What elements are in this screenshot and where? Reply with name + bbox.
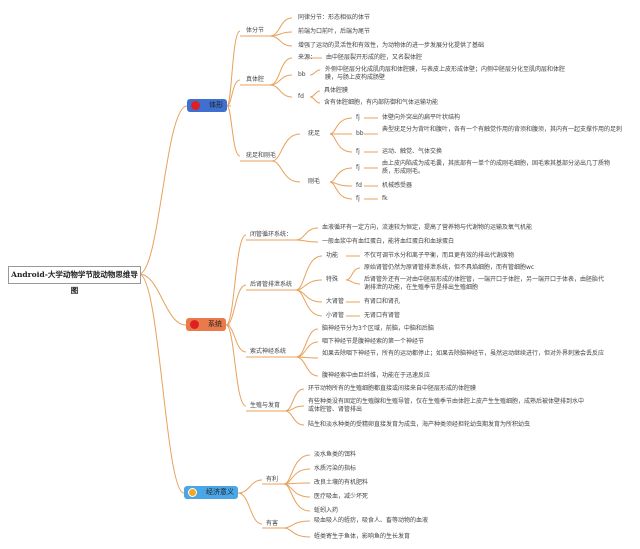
topic-xitong-label: 系统 xyxy=(208,320,222,328)
list-item: 有些种类没有固定的生殖腺和生殖导管，仅在生殖季节由体腔上皮产生生殖细胞，成熟后被… xyxy=(308,398,585,413)
list-item: 典型疣足分为背叶和腹叶，各有一个有触觉作用的背须和腹须，其内有一起支撑作用的足刺 xyxy=(382,126,623,133)
root-node: Android-大学动物学节肢动物思维导图 xyxy=(8,266,141,295)
label-zuzu: 疣足 xyxy=(308,130,321,137)
label-gangmao: 刚毛 xyxy=(308,178,321,185)
list-item: 外侧中胚层分化成肌肉层和体腔膜，与表皮上皮形成体壁；内侧中胚层分化至肌肉层和体腔… xyxy=(325,66,566,81)
label-fj: fj xyxy=(356,148,360,155)
label-xiaohou: 小肾管 xyxy=(326,312,345,319)
list-item: 由中胚层裂开形成的腔，又名裂体腔 xyxy=(326,54,423,61)
list-item: 体壁向外突出的扁平叶状结构 xyxy=(382,114,461,121)
list-item: 咽下神经节是腹神经索的第一个神经节 xyxy=(322,338,425,345)
list-item: 增强了运动的灵活性和有效性，为动物体的进一步发展分化提供了基础 xyxy=(298,42,485,49)
topic-jingji: 经济意义 xyxy=(184,486,238,499)
label-fj: fj xyxy=(356,114,360,121)
topic-jingji-label: 经济意义 xyxy=(206,488,234,496)
list-item: 运动、触觉、气体交换 xyxy=(382,148,443,155)
label-bb: bb xyxy=(298,71,306,78)
list-item: 具体腔膜 xyxy=(324,87,349,94)
subtopic-xunhuan: 闭管循环系统： xyxy=(250,231,293,238)
subtopic-shenjing: 索式神经系统 xyxy=(250,348,287,355)
list-item: fk xyxy=(382,195,388,202)
label-fd: fd xyxy=(298,93,304,100)
label-laiyuan: 来源： xyxy=(298,54,317,61)
list-item: 不仅可调节水分和离子平衡，而且更有效的排出代谢废物 xyxy=(364,252,515,259)
list-item: 前端为口前叶，后端为尾节 xyxy=(298,28,371,35)
label-bb: bb xyxy=(356,130,364,137)
subtopic-shengzhi: 生殖与发育 xyxy=(250,402,281,409)
topic-tixing: 体形 xyxy=(187,99,227,112)
topic-xitong: 系统 xyxy=(186,318,226,331)
list-item: 改良土壤的有机肥料 xyxy=(314,479,369,486)
list-item: 一般血浆中有血红蛋白，能将血红蛋白和血球蛋白 xyxy=(322,238,455,245)
red-dot-icon xyxy=(191,101,200,110)
subtopic-zumao: 疣足和刚毛 xyxy=(246,152,277,159)
list-item: 水质污染的指标 xyxy=(314,465,357,472)
list-item: 由上皮内陷成为成毛囊，其底部有一单个的成刚毛细胞，固毛索其基部分泌出几丁质物质，… xyxy=(382,160,611,175)
subtopic-tifenjie: 体分节 xyxy=(246,27,265,34)
list-item: 淡水鱼类的饵料 xyxy=(314,451,357,458)
label-fd: fd xyxy=(356,182,362,189)
list-item: 脑神经节分为3个区域，前脑，中脑和后脑 xyxy=(322,325,434,332)
subtopic-paixie: 后肾管排泄系统 xyxy=(250,281,293,288)
label-fj: fj xyxy=(356,195,360,202)
list-item: 医疗吸血，减少坏死 xyxy=(314,493,369,500)
subtopic-tiqiang: 真体腔 xyxy=(246,76,265,83)
list-item: 陆生和淡水种类的受精卵直接发育为成虫，海产种类须经担轮幼虫期发育为所积幼虫 xyxy=(308,421,531,428)
label-gongneng: 功能 xyxy=(326,252,339,259)
list-item: 血液循环有一定方向，流速较为恒定，提高了营养物与代谢物的运输及氧气机能 xyxy=(322,224,533,231)
subtopic-youli: 有利 xyxy=(266,476,279,483)
red-dot-icon xyxy=(190,320,199,329)
list-item: 蛭类寄生于鱼体，影响鱼的生长发育 xyxy=(314,533,411,540)
list-item: 蚯蚓入药 xyxy=(314,507,339,514)
list-item: 如果去除咽下神经节，所有的运动都停止；如果去除脑神经节，虽然运动继续进行，但对外… xyxy=(322,350,605,357)
list-item: 腹神经索中由巨纤维，功能在于迅速反应 xyxy=(322,372,431,379)
list-item: 有肾口和肾孔 xyxy=(364,298,401,305)
list-item: 机械感受器 xyxy=(382,182,413,189)
topic-tixing-label: 体形 xyxy=(209,101,223,109)
list-item: 含有体腔细胞，有内部防御和气体运输功能 xyxy=(324,99,439,106)
label-fj: fj xyxy=(356,164,360,171)
label-dahou: 大肾管 xyxy=(326,298,345,305)
list-item: 环节动物所有的生殖细胞都直接或间接来自中胚层形成的体腔膜 xyxy=(308,385,477,392)
list-item: 无肾口有肾管 xyxy=(364,312,401,319)
label-tedian: 特殊 xyxy=(326,276,339,283)
list-item: 原始肾管仍然为原肾管排泄系统，但不具焰细胞，而有管细胞wc xyxy=(364,264,535,271)
subtopic-youhai: 有害 xyxy=(266,520,279,527)
orange-star-icon xyxy=(188,488,197,497)
list-item: 后肾管外还有一对由中胚层形成的体腔管，一端开口于体腔，另一端开口于体表，由胚胎代… xyxy=(364,276,605,291)
list-item: 同律分节：形态相似的体节 xyxy=(298,14,371,21)
list-item: 吸血吸人的蛭疠，吸食人、畜等动物的血液 xyxy=(314,517,429,524)
